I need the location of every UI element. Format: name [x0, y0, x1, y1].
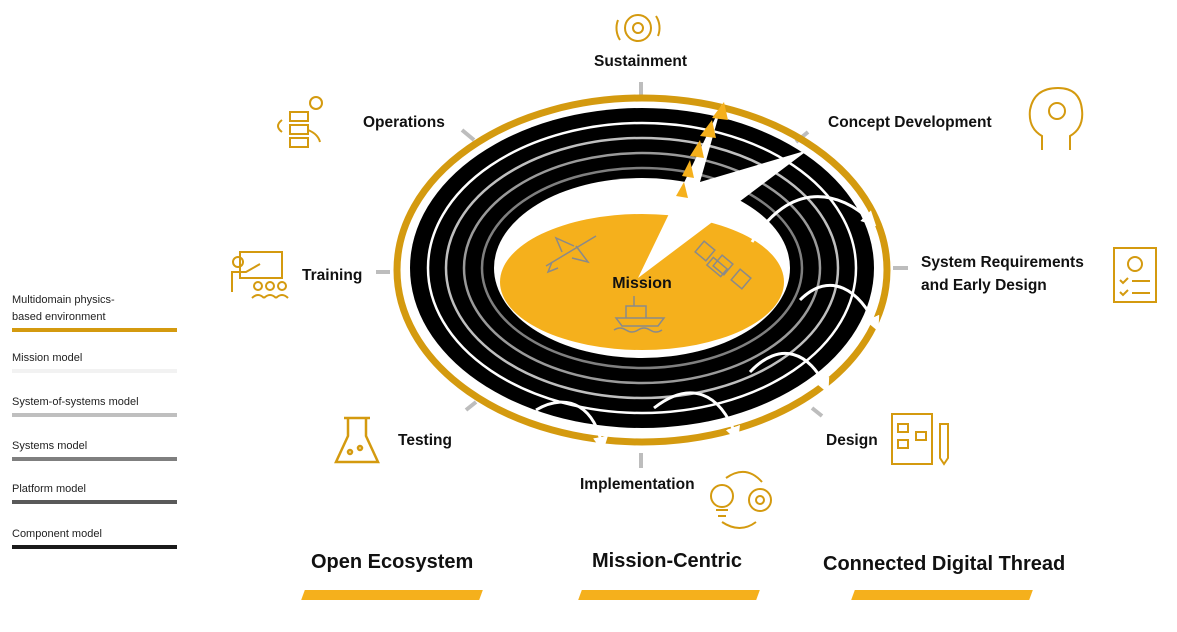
- system-requirements-line2: and Early Design: [921, 277, 1047, 294]
- requirements-checklist-icon: [1113, 247, 1157, 303]
- legend-item: Platform model: [12, 481, 177, 526]
- legend: Multidomain physics- based environment M…: [12, 292, 177, 556]
- mission-label: Mission: [612, 275, 672, 292]
- legend-swatch: [12, 328, 177, 332]
- phase-label-design: Design: [826, 432, 878, 449]
- head-gear-icon: [1028, 86, 1084, 150]
- legend-item: Multidomain physics- based environment: [12, 292, 177, 336]
- phase-tick-marks: [376, 82, 908, 468]
- blueprint-design-icon: [891, 413, 949, 466]
- legend-swatch: [12, 413, 177, 417]
- legend-item: Systems model: [12, 438, 177, 481]
- system-requirements-line1: System Requirements: [921, 254, 1084, 271]
- pillar-underline: [301, 590, 483, 600]
- phase-label-testing: Testing: [398, 432, 452, 449]
- legend-swatch: [12, 457, 177, 461]
- wedge-cut: [638, 104, 808, 278]
- pillar-connected-digital-thread: Connected Digital Thread: [823, 553, 1066, 575]
- flask-icon: [334, 416, 380, 464]
- lightbulb-gear-icon: [710, 471, 772, 529]
- pillar-underline: [851, 590, 1033, 600]
- legend-item: Component model: [12, 526, 177, 556]
- satellite-icon: [694, 240, 752, 290]
- multidomain-environment-ring: [393, 94, 891, 446]
- legend-item: Mission model: [12, 350, 177, 394]
- classroom-icon: [231, 251, 289, 299]
- gear-cycle-icon: [615, 14, 661, 42]
- pillar-underline: [578, 590, 760, 600]
- wedge-arrowheads: [676, 102, 728, 198]
- legend-label: System-of-systems model: [12, 396, 139, 408]
- legend-swatch: [12, 369, 177, 373]
- fighter-jet-icon: [545, 235, 597, 274]
- phase-label-concept-development: Concept Development: [828, 114, 992, 131]
- workflow-gear-icon: [277, 96, 323, 148]
- phase-label-operations: Operations: [363, 114, 445, 131]
- legend-swatch: [12, 500, 177, 504]
- pillar-mission-centric: Mission-Centric: [592, 550, 743, 572]
- legend-label: Mission model: [12, 352, 83, 364]
- progress-arrows: [535, 195, 880, 452]
- pillar-open-ecosystem: Open Ecosystem: [311, 551, 474, 573]
- warship-icon: [613, 296, 666, 333]
- legend-item: System-of-systems model: [12, 394, 177, 438]
- legend-label: Multidomain physics-: [12, 294, 115, 306]
- phase-label-system-requirements: System Requirements and Early Design: [921, 251, 1084, 297]
- phase-label-sustainment: Sustainment: [594, 53, 688, 70]
- legend-label: Component model: [12, 528, 102, 540]
- phase-label-training: Training: [302, 267, 363, 284]
- legend-label: Platform model: [12, 483, 86, 495]
- legend-label: based environment: [12, 311, 106, 323]
- ring-gap: [403, 104, 881, 436]
- legend-label: Systems model: [12, 440, 88, 452]
- phase-label-implementation: Implementation: [580, 476, 695, 493]
- legend-swatch: [12, 545, 177, 549]
